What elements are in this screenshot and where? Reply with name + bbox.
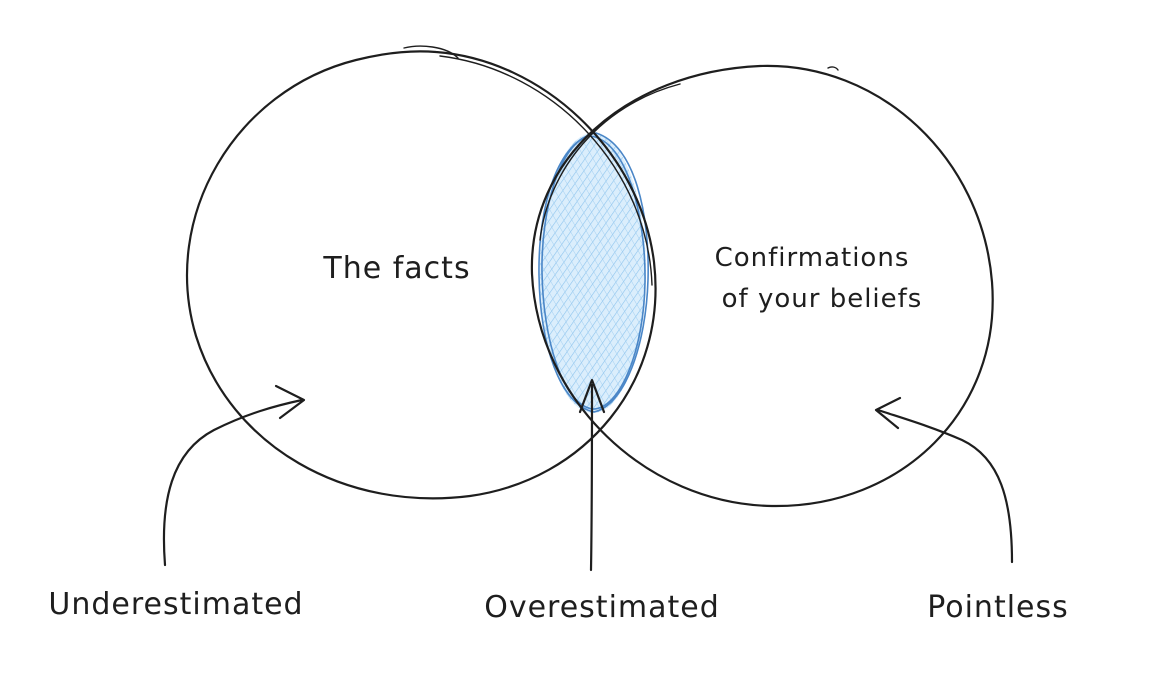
right-set-label-line2: of your beliefs [722,284,923,314]
right-set-label-line1: Confirmations [715,243,910,273]
underestimated-arrow [162,384,306,567]
intersection-region [538,132,649,413]
pointless-arrow [874,396,1014,564]
left-set-label: The facts [322,251,470,286]
overestimated-label: Overestimated [484,590,720,625]
left-circle [186,45,657,500]
underestimated-label: Underestimated [48,587,303,622]
overestimated-arrow [578,378,606,572]
pointless-label: Pointless [927,590,1069,625]
right-circle [530,64,994,508]
